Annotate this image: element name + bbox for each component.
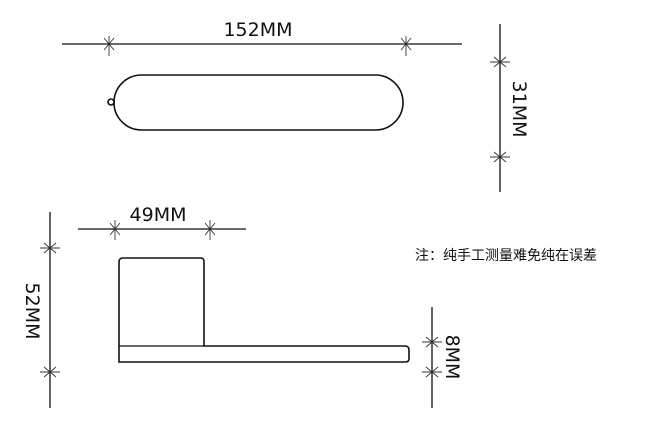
tick-right — [400, 37, 412, 51]
dim-label-width: 152MM — [223, 19, 292, 41]
measurement-note: 注：纯手工测量难免纯在误差 — [415, 248, 597, 264]
tick-base-right — [204, 222, 216, 236]
tick-plate-bottom — [425, 366, 439, 378]
tick-bottom — [493, 151, 507, 163]
top-body-outline — [113, 74, 404, 131]
tick-top — [493, 56, 507, 68]
tick-total-bottom — [43, 366, 57, 378]
side-body-outline — [118, 257, 410, 363]
top-view: 152MM 31MM — [62, 19, 530, 192]
tick-plate-top — [425, 336, 439, 348]
top-body-nub — [107, 98, 115, 106]
dim-label-plate: 8MM — [441, 335, 463, 380]
tick-total-top — [43, 242, 57, 254]
tick-base-left — [109, 222, 121, 236]
dim-label-base: 49MM — [130, 204, 187, 226]
dim-label-total-height: 52MM — [21, 283, 43, 340]
dim-label-height-top: 31MM — [508, 81, 530, 138]
side-view: 49MM 52MM 8MM — [21, 204, 463, 408]
tick-left — [103, 37, 115, 51]
